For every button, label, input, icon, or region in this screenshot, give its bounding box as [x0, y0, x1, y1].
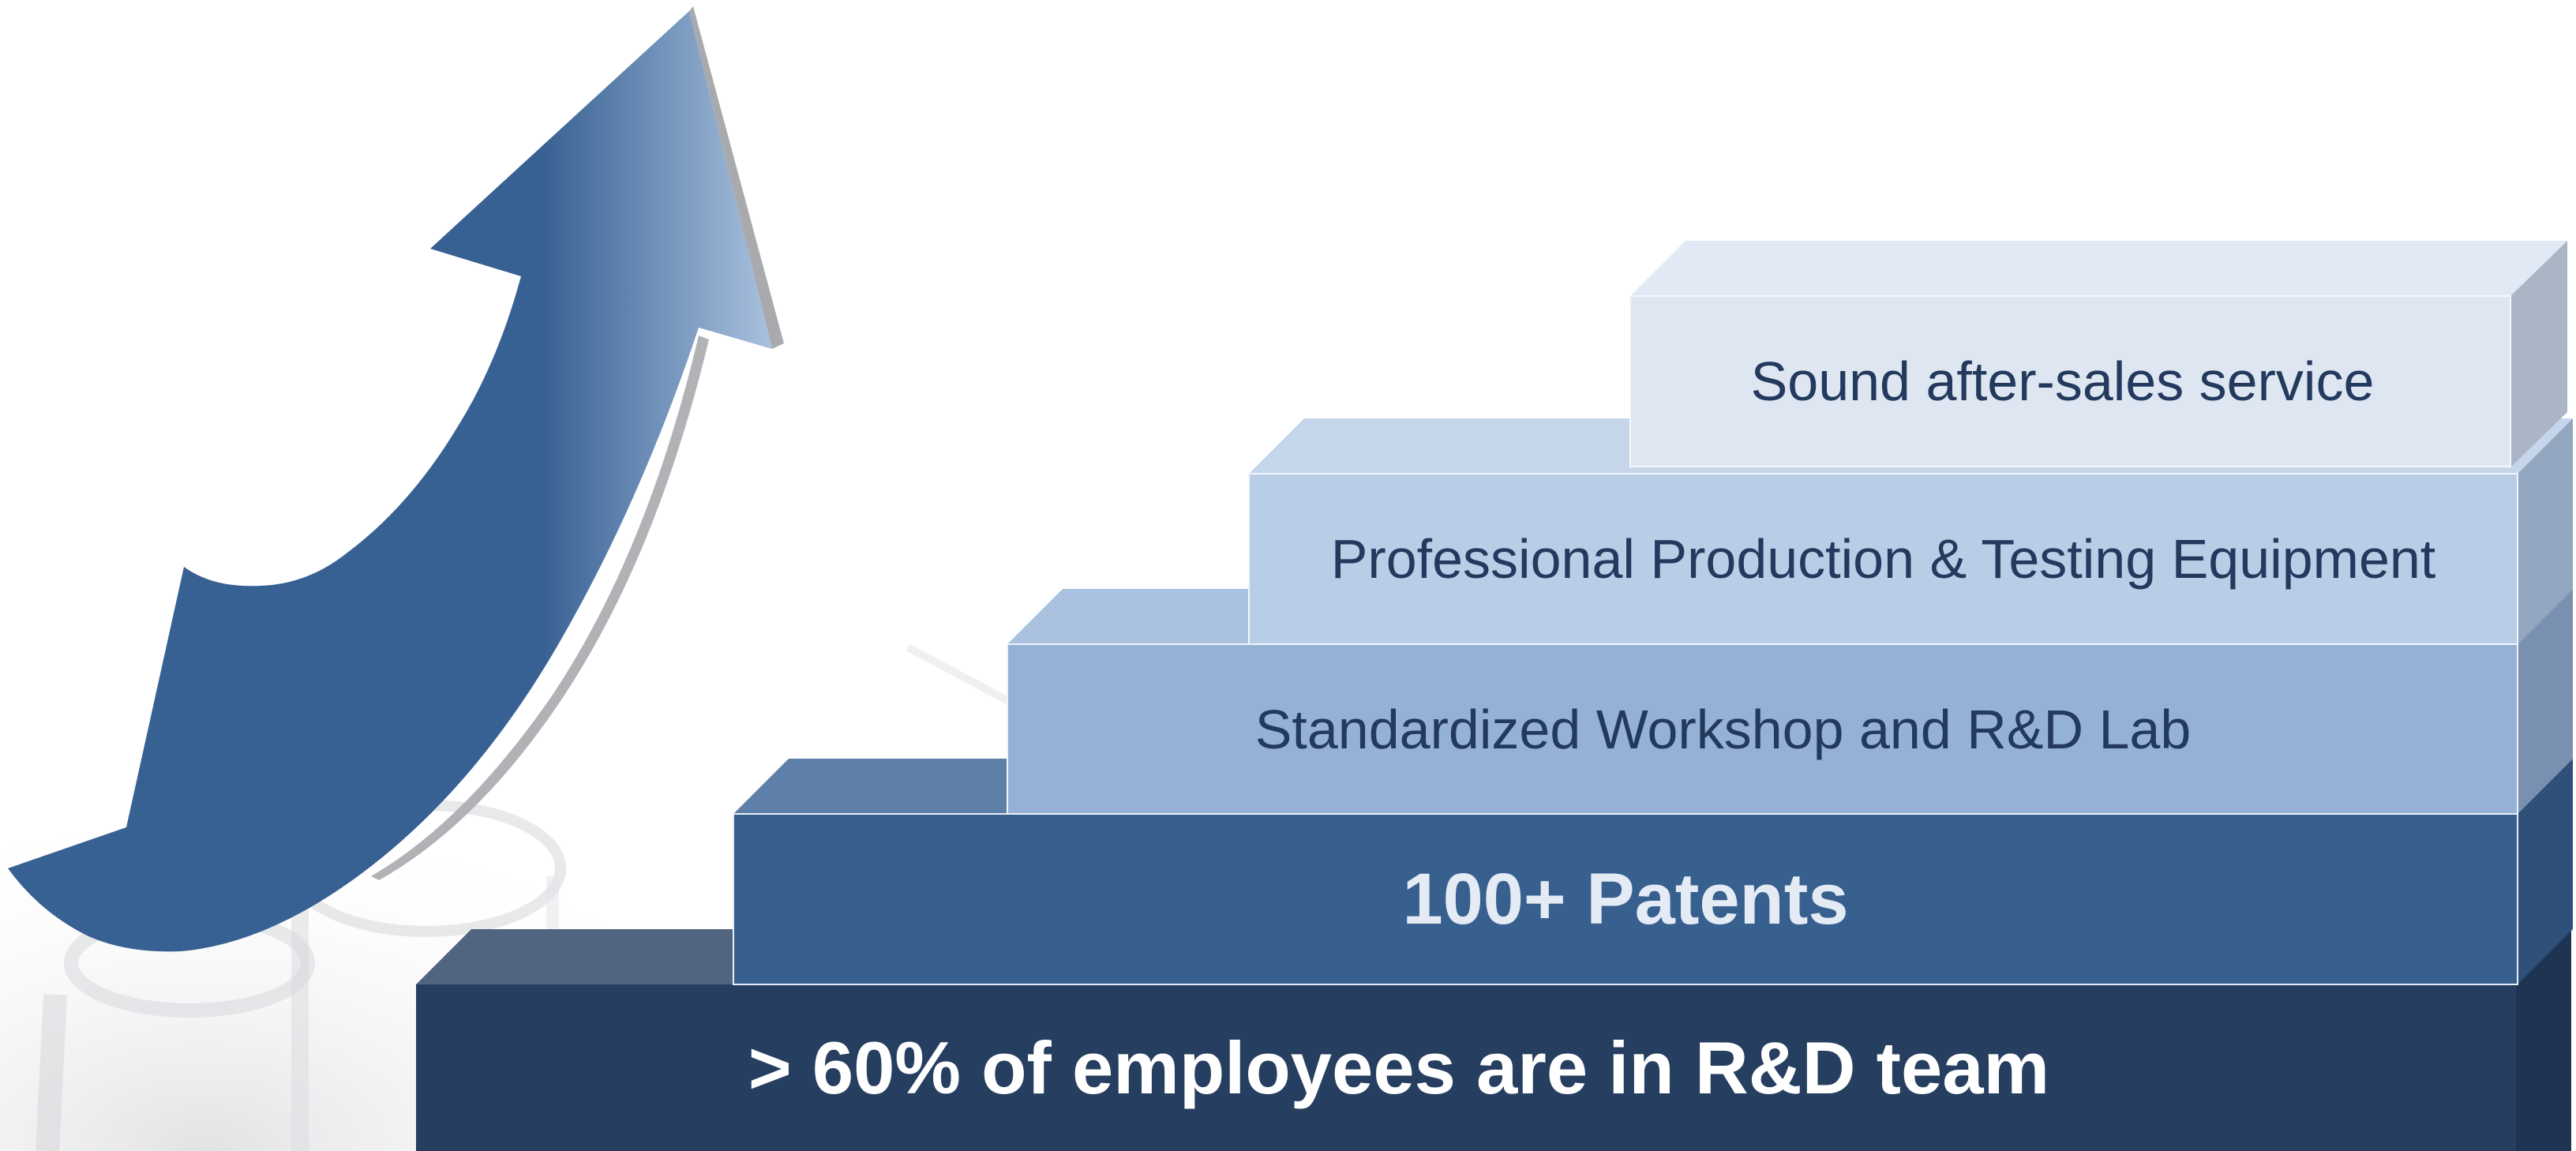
step-4-label: Sound after-sales service: [1750, 351, 2375, 412]
step-1-label: 100+ Patents: [1402, 858, 1849, 939]
growth-arrow-icon: [8, 6, 784, 952]
step-0-label: > 60% of employees are in R&D team: [748, 1025, 2050, 1109]
step-2-label: Standardized Workshop and R&D Lab: [1254, 698, 2192, 760]
step-3-label: Professional Production & Testing Equipm…: [1330, 528, 2436, 590]
step-4-block: [1629, 241, 2567, 467]
